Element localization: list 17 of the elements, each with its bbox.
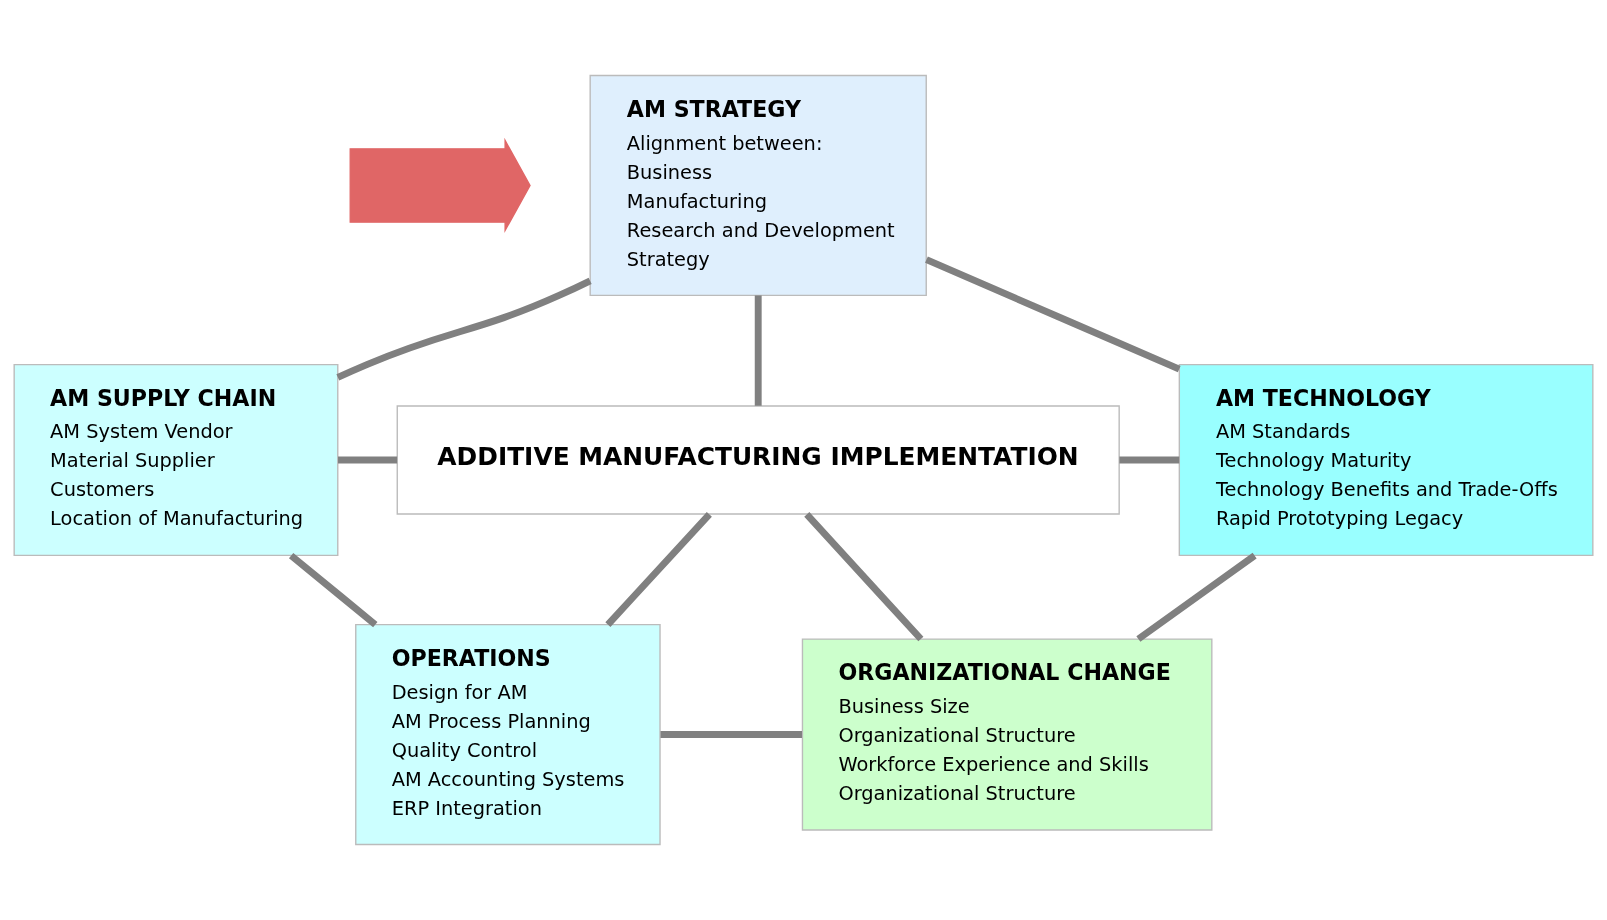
connector: [336, 277, 592, 381]
connector: [338, 456, 398, 464]
node-arrow: [349, 137, 531, 234]
node-box: AM STRATEGY Alignment between: Business Manufacturing Research and Development Strategy: [589, 74, 927, 297]
node-box: AM SUPPLY CHAIN AM System Vendor Material Supplier Customers Location of Manufacturing: [13, 363, 339, 557]
connector: [925, 256, 1181, 373]
node-box: ADDITIVE MANUFACTURING IMPLEMENTATION: [396, 405, 1120, 515]
connector: [754, 295, 762, 406]
connector: [288, 553, 378, 628]
node-box: AM TECHNOLOGY AM Standards Technology Maturity Technology Benefits and Trade-Offs Rapid Prototyping Legacy: [1178, 363, 1594, 557]
connector: [1136, 552, 1257, 642]
node-box: OPERATIONS Design for AM AM Process Planning Quality Control AM Accounting Systems ERP Integration: [355, 623, 661, 846]
connector: [660, 731, 802, 738]
connector: [605, 512, 712, 627]
connector: [1119, 456, 1180, 464]
node-box: ORGANIZATIONAL CHANGE Business Size Organizational Structure Workforce Experience and Skills Organizational Structure: [801, 638, 1213, 831]
connector: [804, 512, 924, 642]
